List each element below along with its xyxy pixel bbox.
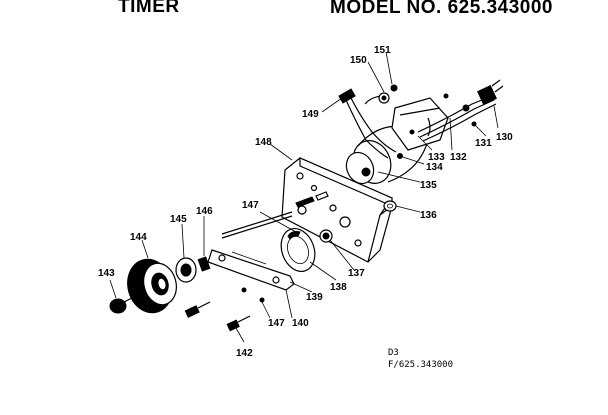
callout-138: 138 [330, 282, 347, 293]
model-number-title: MODEL NO. 625.343000 [330, 0, 553, 18]
lever-arm [207, 249, 295, 291]
callout-149: 149 [302, 109, 319, 120]
callout-148: 148 [255, 137, 272, 148]
screw-142 [226, 315, 251, 332]
callout-144: 144 [130, 232, 147, 243]
callout-150: 150 [350, 55, 367, 66]
mounting-plate [281, 157, 393, 263]
callout-137: 137 [348, 268, 365, 279]
callout-136: 136 [420, 210, 437, 221]
knob-screw [109, 295, 137, 314]
callout-147-upper: 147 [242, 200, 259, 211]
cam-gear [280, 228, 333, 272]
callout-146: 146 [196, 206, 213, 217]
leader-lines [109, 51, 499, 343]
callout-139: 139 [306, 292, 323, 303]
callout-134: 134 [426, 162, 443, 173]
callout-131: 131 [475, 138, 492, 149]
drawing-reference: F/625.343000 [388, 360, 454, 370]
timer-knob [127, 258, 177, 314]
small-pin [241, 287, 265, 303]
wire-housing [391, 97, 449, 151]
bearing-145 [175, 257, 197, 283]
callout-133: 133 [428, 152, 445, 163]
wire-leads [338, 84, 398, 159]
power-cord [417, 79, 504, 142]
callout-143: 143 [98, 268, 115, 279]
diagram-title-left: TIMER [118, 0, 180, 17]
callout-145: 145 [170, 214, 187, 225]
callout-147-lower: 147 [268, 318, 285, 329]
callout-135: 135 [420, 180, 437, 191]
screw-141 [184, 301, 211, 318]
callout-130: 130 [496, 132, 513, 143]
spacer-146 [197, 256, 211, 272]
callout-132: 132 [450, 152, 467, 163]
callout-142: 142 [236, 348, 253, 359]
washer-136 [383, 200, 397, 212]
drawing-code: D3 [388, 348, 399, 358]
callout-151: 151 [374, 45, 391, 56]
callout-labels: 151 150 149 148 133 132 131 130 134 135 … [98, 45, 513, 359]
drive-shaft [221, 211, 293, 239]
callout-140: 140 [292, 318, 309, 329]
